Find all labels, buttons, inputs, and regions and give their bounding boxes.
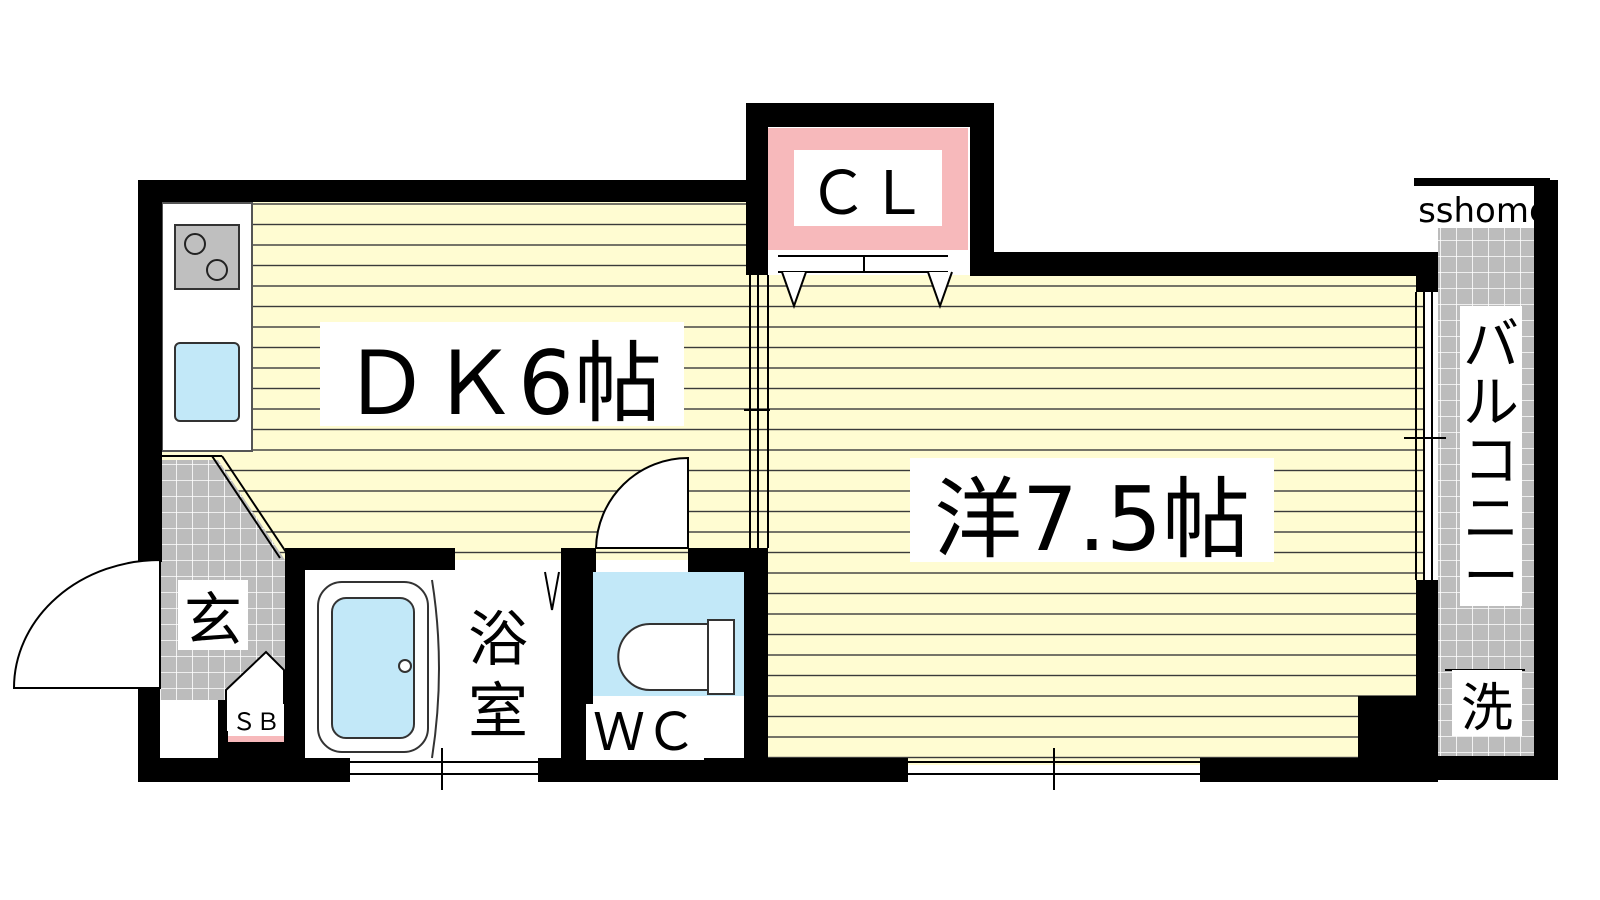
balcony-char-2: ル bbox=[1463, 371, 1519, 436]
balcony-char-5: ー bbox=[1463, 545, 1519, 610]
entrance-label: 玄 bbox=[184, 586, 242, 654]
toilet-tank bbox=[707, 619, 735, 695]
burner-2 bbox=[206, 259, 228, 281]
dk-label-bg bbox=[320, 322, 684, 426]
balcony-label: バ ル コ ニ ー bbox=[1463, 313, 1519, 610]
balcony-char-3: コ bbox=[1463, 429, 1519, 494]
balcony-char-4: ニ bbox=[1463, 487, 1519, 552]
shoebox-accent bbox=[228, 736, 284, 742]
bathtub-drain bbox=[398, 659, 412, 673]
closet-door-left bbox=[781, 271, 807, 310]
toilet bbox=[617, 623, 711, 691]
bathtub-basin bbox=[331, 597, 415, 739]
western-label: 洋7.5帖 bbox=[934, 468, 1250, 571]
bath-label-line2: 室 bbox=[468, 677, 528, 747]
stove bbox=[174, 224, 240, 290]
laundry-label: 洗 bbox=[1461, 679, 1513, 739]
balcony-char-1: バ bbox=[1463, 313, 1519, 378]
thin-lines bbox=[160, 255, 1525, 790]
dk-label: ＤＫ6帖 bbox=[342, 332, 662, 435]
wc-label: ＷＣ bbox=[593, 703, 697, 763]
burner-1 bbox=[184, 233, 206, 255]
watermark-label: sshome bbox=[1418, 191, 1550, 231]
shoebox-label-box bbox=[228, 704, 284, 740]
entrance-label-bg bbox=[178, 580, 248, 650]
western-label-bg bbox=[910, 458, 1274, 562]
wc-label-bg bbox=[586, 704, 704, 760]
entrance-door-swing bbox=[12, 558, 161, 689]
bath-door-mark bbox=[544, 571, 560, 611]
laundry-label-bg bbox=[1452, 670, 1522, 736]
bath-folding-door bbox=[431, 579, 440, 759]
balcony-label-bg bbox=[1460, 306, 1522, 606]
closet-label: ＣＬ bbox=[808, 159, 928, 229]
closet-door-right bbox=[927, 271, 953, 310]
wc-door-swing bbox=[594, 456, 689, 549]
shoebox-label: ＳＢ bbox=[232, 708, 280, 736]
closet-label-bg bbox=[794, 150, 942, 226]
bath-label-line1: 浴 bbox=[468, 605, 528, 675]
kitchen-sink bbox=[174, 342, 240, 422]
